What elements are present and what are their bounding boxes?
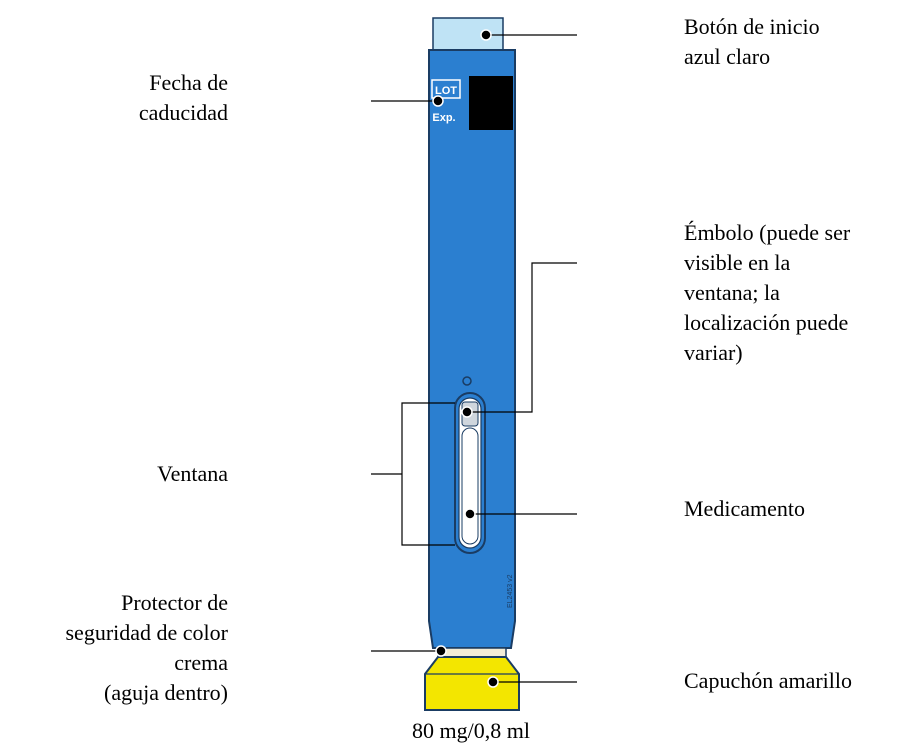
leader-dots [432,29,499,688]
label-medication: Medicamento [684,496,805,521]
pen-body [428,49,516,649]
exp-text: Exp. [432,112,455,124]
label-window: Ventana [157,461,228,486]
lot-text: LOT [435,85,457,97]
start-button-shape [432,17,504,51]
dose-caption: 80 mg/0,8 ml [412,718,530,743]
label-patch [469,76,513,130]
yellow-cap-shape [424,656,520,711]
dot-medication [464,508,476,520]
window-glass [461,427,479,545]
lot-box [431,79,461,99]
code-text: EL2453 v2 [507,574,514,608]
dot-safety-guard [435,645,447,657]
dot-plunger [461,406,473,418]
dot-expiry [432,95,444,107]
label-yellow-cap: Capuchón amarillo [684,668,853,693]
leader-lines [371,34,577,683]
label-safety-guard: Protector de seguridad de color crema (a… [65,590,229,705]
indicator-dot [462,376,472,386]
label-plunger: Émbolo (puede ser visible en la ventana;… [684,220,851,365]
dot-start-button [480,29,492,41]
cream-guard-shape [437,647,507,658]
dot-yellow-cap [487,676,499,688]
label-expiry-date: Fecha de caducidad [138,70,228,125]
label-start-button: Botón de inicio azul claro [684,14,820,69]
leader-plunger [467,262,577,413]
